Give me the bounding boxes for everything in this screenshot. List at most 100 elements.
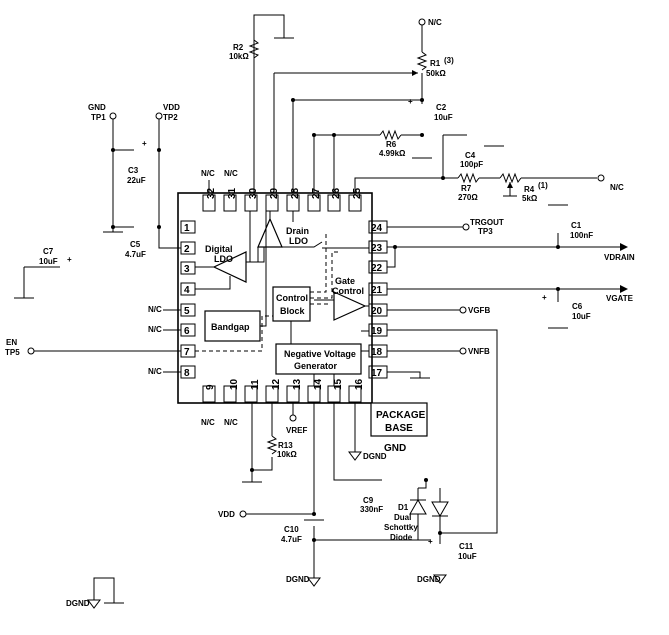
r4-val: 5kΩ bbox=[522, 194, 538, 203]
left-pins: 1 2 3 4 5 6 7 8 bbox=[180, 220, 196, 379]
r13-ref: R13 bbox=[278, 441, 293, 450]
svg-text:LDO: LDO bbox=[289, 236, 308, 246]
svg-text:N/C: N/C bbox=[148, 305, 162, 314]
c2-val: 10uF bbox=[434, 113, 453, 122]
pin-29: 29 bbox=[269, 187, 280, 199]
pin-19: 19 bbox=[371, 326, 383, 337]
svg-text:LDO: LDO bbox=[214, 254, 233, 264]
r13-resistor: R13 10kΩ bbox=[250, 403, 297, 472]
svg-text:PACKAGE: PACKAGE bbox=[376, 410, 426, 421]
pin-28: 28 bbox=[290, 187, 301, 199]
pin-30: 30 bbox=[248, 187, 259, 199]
trgout-tp3: TRGOUT TP3 bbox=[387, 218, 504, 236]
pin-24: 24 bbox=[371, 223, 383, 234]
tp1-tp2-group: GND TP1 VDD TP2 + C3 22uF C5 4.7uF bbox=[88, 103, 181, 259]
c3-val: 22uF bbox=[127, 176, 146, 185]
svg-text:VDRAIN: VDRAIN bbox=[604, 253, 635, 262]
c6-val: 10uF bbox=[572, 312, 591, 321]
svg-text:GND: GND bbox=[88, 103, 106, 112]
svg-text:TRGOUT: TRGOUT bbox=[470, 218, 504, 227]
svg-text:Digital: Digital bbox=[205, 244, 233, 254]
pin-17: 17 bbox=[371, 368, 383, 379]
r7-r4-network: N/C R7 270Ω R4 5kΩ (1) bbox=[354, 172, 624, 203]
c4-ref: C4 bbox=[465, 151, 476, 160]
svg-text:Drain: Drain bbox=[286, 226, 309, 236]
c9-val: 330nF bbox=[360, 505, 383, 514]
c4-capacitor: C4 100pF bbox=[442, 134, 504, 178]
svg-text:GND: GND bbox=[384, 443, 406, 454]
r6-val: 4.99kΩ bbox=[379, 149, 406, 158]
pin-25: 25 bbox=[352, 187, 363, 199]
svg-text:TP3: TP3 bbox=[478, 227, 493, 236]
vref-pin: VREF bbox=[286, 403, 307, 435]
svg-text:Control: Control bbox=[332, 286, 364, 296]
pin-3: 3 bbox=[184, 264, 190, 275]
c10-capacitor: DGND VDD C10 4.7uF bbox=[218, 403, 430, 587]
c7-capacitor: + C7 10uF bbox=[14, 247, 72, 299]
c10-val: 4.7uF bbox=[281, 535, 302, 544]
pin-32: 32 bbox=[206, 187, 217, 199]
digital-ldo: Digital LDO bbox=[195, 244, 264, 290]
c7-ref: C7 bbox=[43, 247, 54, 256]
svg-text:+: + bbox=[542, 293, 547, 302]
c10-ref: C10 bbox=[284, 525, 299, 534]
c4-val: 100pF bbox=[460, 160, 483, 169]
svg-text:Dual: Dual bbox=[394, 513, 411, 522]
c11-val: 10uF bbox=[458, 552, 477, 561]
svg-text:Control: Control bbox=[276, 293, 308, 303]
pin-23: 23 bbox=[371, 243, 383, 254]
svg-text:N/C: N/C bbox=[224, 169, 238, 178]
r1-note: (3) bbox=[444, 56, 454, 65]
pin-6: 6 bbox=[184, 326, 190, 337]
c3-ref: C3 bbox=[128, 166, 139, 175]
c9-ref: C9 bbox=[363, 496, 374, 505]
pin-27: 27 bbox=[311, 187, 322, 199]
c2-capacitor: + C2 10uF bbox=[408, 97, 453, 159]
pin-13: 13 bbox=[292, 378, 303, 390]
pin-14: 14 bbox=[313, 378, 324, 390]
svg-text:VDD: VDD bbox=[163, 103, 180, 112]
r2-val: 10kΩ bbox=[229, 52, 249, 61]
c1-ref: C1 bbox=[571, 221, 582, 230]
gate-control: Gate Control bbox=[314, 276, 370, 321]
svg-text:DGND: DGND bbox=[286, 575, 310, 584]
svg-text:Bandgap: Bandgap bbox=[211, 322, 250, 332]
pin-26: 26 bbox=[331, 187, 342, 199]
pin-4: 4 bbox=[184, 285, 190, 296]
pin-20: 20 bbox=[371, 306, 383, 317]
svg-text:DGND: DGND bbox=[417, 575, 441, 584]
svg-text:+: + bbox=[428, 537, 433, 546]
svg-text:VGATE: VGATE bbox=[606, 294, 634, 303]
r4-note: (1) bbox=[538, 181, 548, 190]
top-pins: 32 31 30 29 28 27 26 25 bbox=[202, 187, 363, 212]
r1-potentiometer: N/C R1 50kΩ (3) bbox=[274, 18, 454, 100]
svg-text:TP5: TP5 bbox=[5, 348, 20, 357]
pin-16: 16 bbox=[354, 378, 365, 390]
svg-text:VREF: VREF bbox=[286, 426, 307, 435]
c2-ref: C2 bbox=[436, 103, 447, 112]
svg-text:BASE: BASE bbox=[385, 423, 413, 434]
pin-9: 9 bbox=[205, 384, 216, 390]
r1-ref: R1 bbox=[430, 59, 441, 68]
vdrain-net: VDRAIN C1 100nF bbox=[387, 204, 635, 268]
svg-text:N/C: N/C bbox=[201, 418, 215, 427]
pin-31: 31 bbox=[227, 187, 238, 199]
svg-text:EN: EN bbox=[6, 338, 17, 347]
svg-text:TP1: TP1 bbox=[91, 113, 106, 122]
r7-val: 270Ω bbox=[458, 193, 478, 202]
svg-text:DGND: DGND bbox=[363, 452, 387, 461]
pin-21: 21 bbox=[371, 285, 383, 296]
pin19-net bbox=[387, 329, 498, 534]
d1-ref: D1 bbox=[398, 503, 409, 512]
svg-text:DGND: DGND bbox=[66, 599, 90, 608]
bandgap-block: Bandgap bbox=[204, 211, 267, 342]
pin-12: 12 bbox=[271, 378, 282, 390]
en-tp5: EN TP5 bbox=[5, 338, 181, 357]
drain-ldo: Drain LDO bbox=[249, 211, 369, 263]
pin-2: 2 bbox=[184, 244, 190, 255]
svg-text:N/C: N/C bbox=[201, 169, 215, 178]
pin-15: 15 bbox=[333, 378, 344, 390]
ic-body bbox=[177, 192, 373, 404]
svg-text:+: + bbox=[142, 139, 147, 148]
c7-val: 10uF bbox=[39, 257, 58, 266]
